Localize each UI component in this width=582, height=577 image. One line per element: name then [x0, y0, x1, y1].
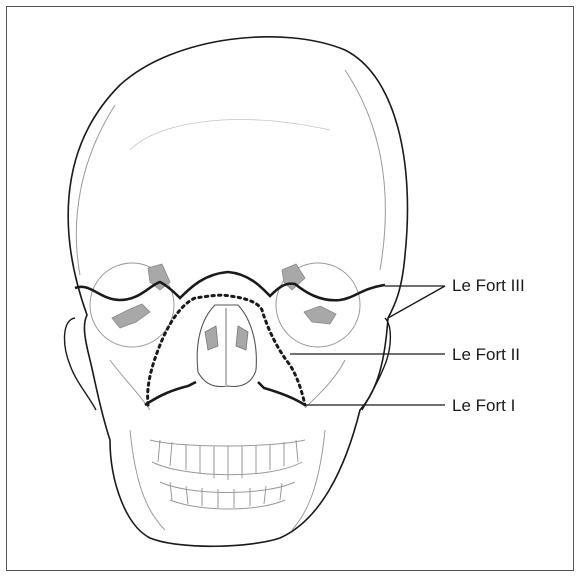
right-nasal-concha — [236, 326, 248, 350]
le-fort-iii-line — [75, 272, 385, 300]
left-temporal-line — [76, 105, 115, 275]
lower-teeth — [160, 482, 295, 509]
label-le-fort-iii: Le Fort III — [452, 277, 525, 294]
left-nasal-concha — [205, 326, 218, 350]
right-temporal-line — [345, 70, 385, 270]
upper-teeth — [150, 440, 305, 480]
right-maxilla-contour — [305, 360, 345, 408]
label-le-fort-i: Le Fort I — [452, 397, 515, 414]
right-orbit-fissure-lower — [304, 306, 336, 324]
label-le-fort-ii: Le Fort II — [452, 346, 520, 363]
right-orbit-fissure-upper — [282, 264, 305, 290]
left-orbit-fissure-lower — [112, 304, 150, 328]
nasal-aperture — [197, 305, 256, 387]
le-fort-i-line — [145, 382, 305, 405]
leader-lines — [290, 286, 445, 405]
leader-le-fort-iii-lower — [388, 286, 445, 318]
left-maxilla-contour — [110, 360, 150, 410]
coronal-hint — [130, 120, 330, 150]
skull-outline — [68, 37, 407, 546]
